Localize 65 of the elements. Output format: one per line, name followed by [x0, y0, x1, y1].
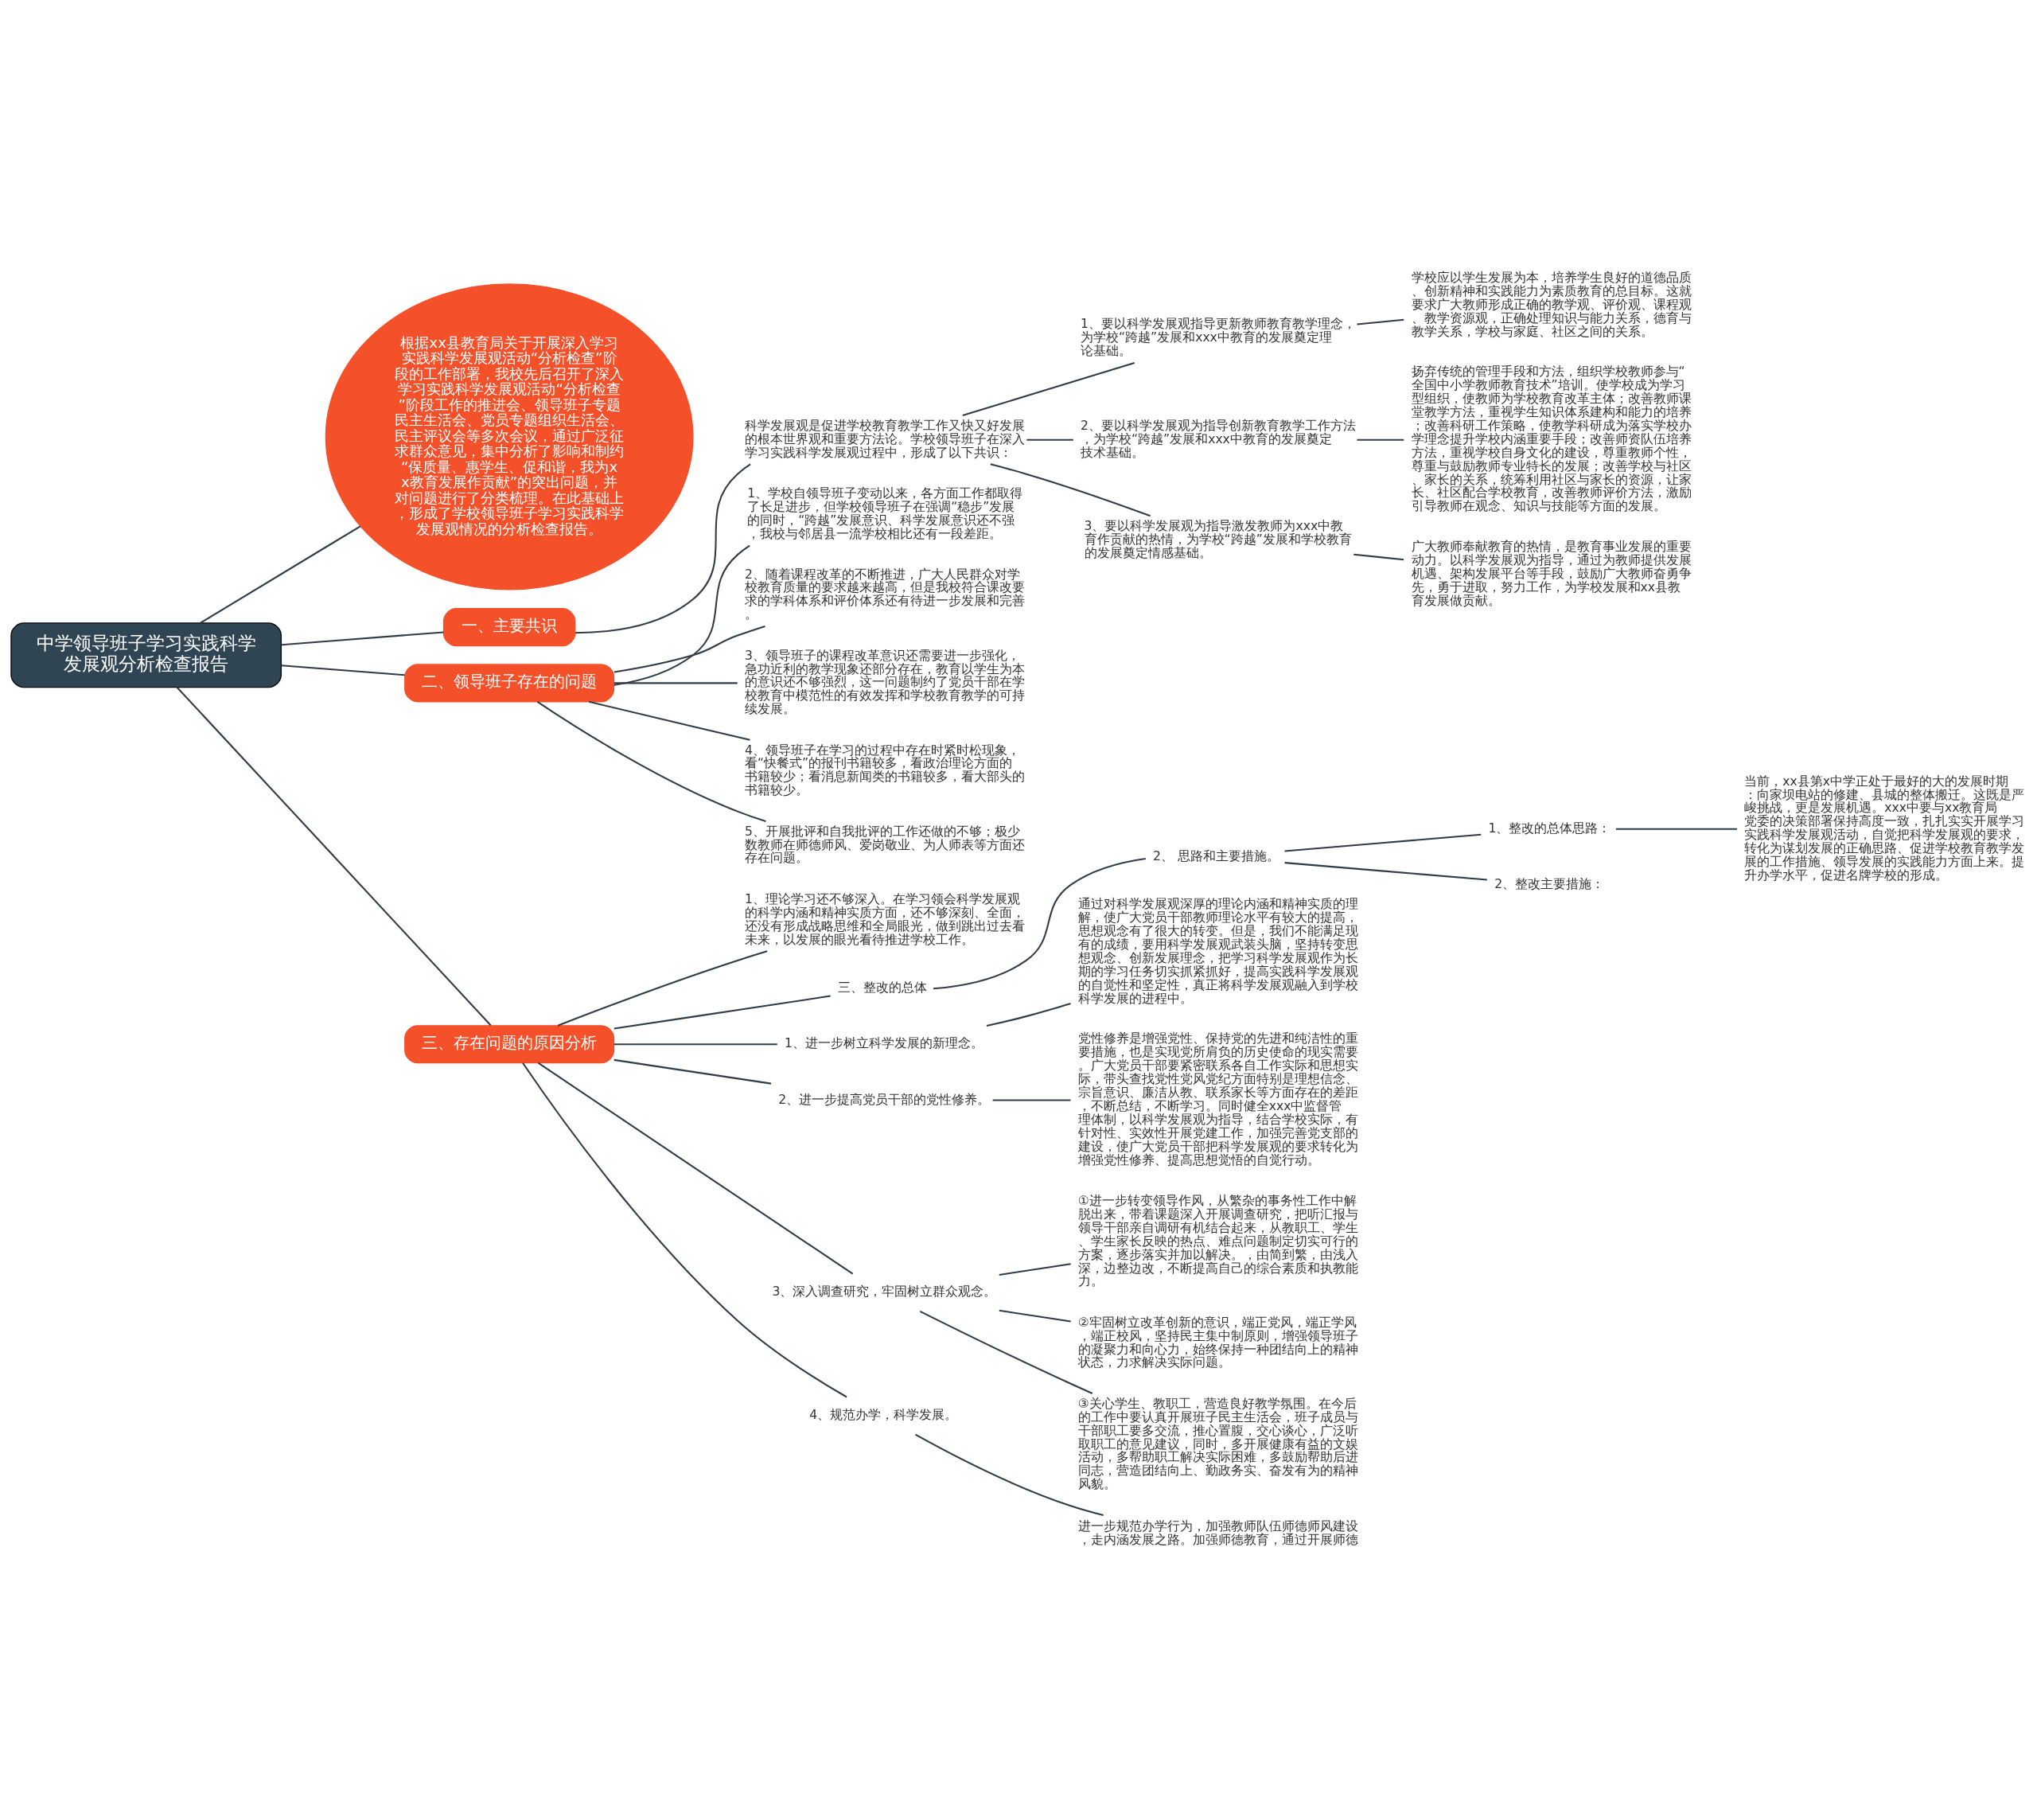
- connector: [1615, 828, 1737, 830]
- node-text: 三、整改的总体: [838, 980, 928, 996]
- connector: [613, 1043, 777, 1046]
- connector: [522, 1062, 847, 1398]
- node-text: 通过对科学发展观深厚的理论内涵和精神实质的理解，使广大党员干部教师理论水平有较大的提高，思想观念有了很大的转变。但是，我们不能满足现有的成绩，要用科学发展观武装头脑，坚持转变思想观念、创新发展理念，把学习科学发展观作为长期的学习任务切实抓紧抓好，提高实践科学发展观的自觉性和坚定性，真正将科学发展观融入到学校科学发展的进程中。: [1077, 897, 1358, 1006]
- connector: [557, 950, 768, 1027]
- connector: [281, 631, 444, 646]
- node-text: 2、整改主要措施：: [1494, 876, 1605, 891]
- node-box: 二、领导班子存在的问题: [404, 664, 615, 703]
- node-text: 4、领导班子在学习的过程中存在时紧时松现象，看“快餐式”的报刊书籍较多，看政治理论方面的书籍较少；看消息新闻类的书籍较多，看大部头的书籍较少。: [744, 742, 1025, 798]
- node-text: 学校应以学生发展为本，培养学生良好的道德品质、创新精神和实践能力为素质教育的总目标。这就要求广大教师形成正确的教学观、评价观、课程观、教学资源观，正确处理知识与能力关系，德育与教学关系，学校与家庭、社区之间的关系。: [1411, 270, 1692, 339]
- connector: [200, 525, 361, 624]
- connector: [1026, 438, 1073, 441]
- connector: [537, 1062, 854, 1275]
- node-box: 三、存在问题的原因分析: [404, 1025, 615, 1064]
- node-text: 3、深入调查研究，牢固树立群众观念。: [772, 1284, 997, 1300]
- connector: [919, 1310, 1093, 1394]
- node-text: 3、要以科学发展观为指导激发教师为xxx中教育作贡献的热情，为学校“跨越”发展和学校教育的发展奠定情感基础。: [1084, 519, 1352, 560]
- node-text: 党性修养是增强党性、保持党的先进和纯洁性的重要措施，也是实现党所肩负的历史使命的现实需要。广大党员干部要紧密联系各自工作实际和思想实际，带头查找党性党风党纪方面特别是理想信念、宗旨意识、廉洁从教、联系家长等方面存在的差距，不断总结，不断学习。同时健全xxx中监督管理体制，以科学发展观为指导，结合学校实际，有针对性、实效性开展党建工作，加强完善党支部的建设，使广大党员干部把科学发展观的要求转化为增强党性修养、提高思想觉悟的自觉行动。: [1077, 1031, 1358, 1167]
- connector: [1353, 553, 1404, 561]
- node-box: 中学领导班子学习实践科学发展观分析检查报告: [10, 622, 282, 688]
- node-text: 2、要以科学发展观为指导创新教育教学工作方法，为学校“跨越”发展和xxx中教育的发展奠定技术基础。: [1081, 418, 1356, 460]
- node-text: 1、理论学习还不够深入。在学习领会科学发展观的科学内涵和精神实质方面，还不够深刻、全面，还没有形成战略思维和全局眼光，做到跳出过去看未来，以发展的眼光看待推进学校工作。: [744, 891, 1025, 947]
- connector: [915, 1433, 1104, 1516]
- connector: [613, 1058, 772, 1085]
- node-text: 2、进一步提高党员干部的党性修养。: [778, 1092, 991, 1107]
- node-text: 1、整改的总体思路：: [1488, 820, 1611, 836]
- connector: [613, 995, 831, 1030]
- connector: [992, 1099, 1071, 1101]
- node-text: 4、规范办学，科学发展。: [809, 1408, 958, 1423]
- connector: [281, 664, 405, 676]
- connector: [1284, 862, 1487, 881]
- node-text: 1、学校自领导班子变动以来，各方面工作都取得了长足进步，但学校领导班子在强调“稳步”发展的同时，“跨越”发展意识、科学发展意识还不强，我校与邻居县一流学校相比还有一段差距。: [747, 486, 1023, 541]
- connector: [1357, 438, 1404, 441]
- node-ellipse: 根据xx县教育局关于开展深入学习实践科学发展观活动“分析检查”阶段的工作部署，我校先后召开了深入学习实践科学发展观活动“分析检查”阶段工作的推进会、领导班子专题民主生活会、党员专题组织生活会、民主评议会等多次会议，通过广泛征求群众意见，集中分析了影响和制约“保质量、惠学生、促和谐，我为xx教育发展作贡献”的突出问题，并对问题进行了分类梳理。在此基础上，形成了学校领导班子学习实践科学发展观情况的分析检查报告。: [325, 283, 694, 590]
- connector: [536, 700, 766, 822]
- connector: [986, 1002, 1071, 1027]
- node-text: 广大教师奉献教育的热情，是教育事业发展的重要动力。以科学发展观为指导，通过为教师提供发展机遇、架构发展平台等手段，鼓励广大教师奋勇争先，勇于进取，努力工作，为学校发展和xx县教育发展做贡献。: [1411, 540, 1692, 608]
- node-box: 一、主要共识: [442, 608, 576, 647]
- connector: [962, 361, 1135, 417]
- connector: [999, 1309, 1071, 1323]
- connector: [588, 700, 750, 741]
- connector: [613, 625, 765, 673]
- node-text: 3、领导班子的课程改革意识还需要进一步强化，急功近利的教学现象还部分存在，教育以学生为本的意识还不够强烈，这一问题制约了党员干部在学校教育中模范性的有效发挥和学校教育教学的可持续发展。: [744, 648, 1025, 717]
- connector: [1357, 318, 1404, 325]
- node-text: 2、随着课程改革的不断推进，广大人民群众对学校教育质量的要求越来越高，但是我校符合课改要求的学科体系和评价体系还有待进一步发展和完善。: [744, 567, 1025, 622]
- connector: [176, 686, 492, 1027]
- node-text: 1、进一步树立科学发展的新理念。: [785, 1036, 983, 1051]
- node-text: 进一步规范办学行为，加强教师队伍师德师风建设，走内涵发展之路。加强师德教育，通过开展师德: [1077, 1518, 1358, 1547]
- node-text: 科学发展观是促进学校教育教学工作又快又好发展的根本世界观和重要方法论。学校领导班子在深入学习实践科学发展观过程中，形成了以下共识：: [744, 418, 1025, 460]
- connector: [613, 544, 750, 686]
- node-text: ③关心学生、教职工，营造良好教学氛围。在今后的工作中要认真开展班子民主生活会，班子成员与干部职工要多交流，推心置腹，交心谈心，广泛听取职工的意见建议，同时，多开展健康有益的文娱活动，多帮助职工解决实际困难，多鼓励帮助后进同志，营造团结向上、勤政务实、奋发有为的精神风貌。: [1077, 1396, 1358, 1492]
- connector: [575, 463, 751, 634]
- connector: [613, 682, 738, 684]
- node-text: 扬弃传统的管理手段和方法，组织学校教师参与“全国中小学教师教育技术”培训。使学校成为学习型组织，使教师为学校教育改革主体；改善教师课堂教学方法，重视学生知识体系建构和能力的培养；改善科研工作策略，使教学科研成为落实学校办学理念提升学校内涵重要手段；改善师资队伍培养方法，重视学校自身文化的建设，尊重教师个性，尊重与鼓励教师专业特长的发展；改善学校与社区、家长的关系，统筹利用社区与家长的资源，让家长、社区配合学校教育，改善教师评价方法，激励引导教师在观念、知识与技能等方面的发展。: [1411, 364, 1692, 514]
- connector: [1284, 833, 1482, 852]
- connector: [933, 857, 1146, 990]
- node-text: 当前，xx县第x中学正处于最好的大的发展时期：向家坝电站的修建、县城的整体搬迁。这既是严峻挑战，更是发展机遇。xxx中要与xx教育局党委的决策部署保持高度一致，扎扎实实开展学习实践科学发展观活动，自觉把科学发展观的要求，转化为谋划发展的正确思路、促进学校教育教学发展的工作措施、领导发展的实践能力方面上来。提升办学水平，促进名牌学校的形成。: [1744, 774, 2025, 883]
- node-text: 2、 思路和主要措施。: [1153, 848, 1279, 863]
- node-text: 1、要以科学发展观指导更新教师教育教学理念，为学校“跨越”发展和xxx中教育的发展奠定理论基础。: [1081, 317, 1356, 359]
- node-text: ①进一步转变领导作风，从繁杂的事务性工作中解脱出来，带着课题深入开展调查研究，把听汇报与领导干部亲自调研有机结合起来，从教职工、学生、学生家长反映的热点、难点问题制定切实可行的方案，逐步落实并加以解决。，由简到繁，由浅入深，边整边改，不断提高自己的综合素质和执教能力。: [1077, 1193, 1358, 1289]
- node-text: 5、开展批评和自我批评的工作还做的不够；极少数教师在师德师风、爱岗敬业、为人师表等方面还存在问题。: [744, 824, 1025, 866]
- node-text: ②牢固树立改革创新的意识，端正党风，端正学风，端正校风，坚持民主集中制原则，增强领导班子的凝聚力和向心力，始终保持一种团结向上的精神状态，力求解决实际问题。: [1077, 1315, 1358, 1370]
- connector: [990, 463, 1151, 517]
- connector: [999, 1263, 1071, 1276]
